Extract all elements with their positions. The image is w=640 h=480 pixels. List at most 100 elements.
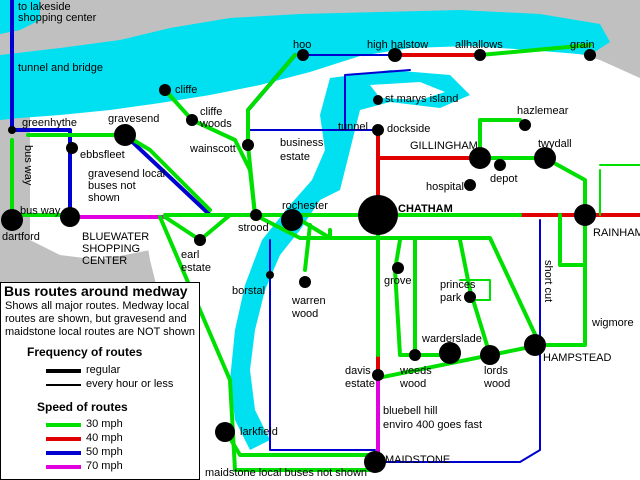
stop-earl-estate[interactable] [194, 234, 206, 246]
stop-hoo[interactable] [297, 49, 309, 61]
label-rainham: RAINHAM [593, 227, 640, 239]
label-greenhythe: greenhythe [22, 117, 77, 129]
stop-hampstead[interactable] [524, 334, 546, 356]
frequency-heading: Frequency of routes [27, 345, 143, 359]
label-depot: depot [490, 173, 518, 185]
stop-davis-estate[interactable] [372, 369, 384, 381]
river-thames [0, 10, 610, 120]
stop-warren-wood[interactable] [299, 276, 311, 288]
stop-larkfield[interactable] [215, 422, 235, 442]
route-twydall-green [478, 156, 587, 217]
label-grain: grain [570, 39, 594, 51]
stop-maidstone[interactable] [364, 451, 386, 473]
stop-strood[interactable] [250, 209, 262, 221]
legend-label-30: 30 mph [86, 418, 123, 430]
label-dockside: dockside [387, 123, 430, 135]
stop-princes-park[interactable] [464, 291, 476, 303]
route-princes-park-green [459, 279, 491, 301]
label-chatham: CHATHAM [398, 203, 453, 215]
label-bus-way-h: bus way [20, 205, 61, 217]
route-chatham-loop-blue [344, 69, 411, 131]
label-gillingham: GILLINGHAM [410, 140, 478, 152]
label-tunnel: tunnel and bridge [18, 62, 103, 74]
legend-line-thin [46, 384, 81, 386]
stop-depot[interactable] [494, 159, 506, 171]
stop-st-marys[interactable] [373, 95, 383, 105]
label-borstal: borstal [232, 285, 265, 297]
stop-grain[interactable] [584, 49, 596, 61]
label-hazlemear: hazlemear [517, 105, 569, 117]
stop-rochester[interactable] [281, 209, 303, 231]
legend-label-40: 40 mph [86, 432, 123, 444]
label-hoo: hoo [293, 39, 311, 51]
label-wigmore: wigmore [591, 317, 634, 329]
stop-weeds-wood[interactable] [409, 349, 421, 361]
label-warderslade: warderslade [421, 333, 482, 345]
route-gravesend-strood-blue [123, 133, 212, 217]
stop-lords-wood[interactable] [480, 345, 500, 365]
stop-wainscott[interactable] [242, 139, 254, 151]
label-grove: grove [384, 275, 412, 287]
land-area-medway [140, 28, 640, 480]
route-maidstone-shortcut-blue [374, 219, 541, 463]
stop-dockside[interactable] [372, 124, 384, 136]
stop-grove[interactable] [392, 262, 404, 274]
route-greenhythe-bluewater [10, 128, 72, 217]
stop-greenhythe[interactable] [8, 126, 16, 134]
stops [1, 48, 596, 473]
label-bus-way-v: bus way [22, 145, 34, 186]
label-larkfield: larkfield [240, 426, 278, 438]
label-cliffe: cliffe [175, 84, 197, 96]
stop-ebbsfleet[interactable] [66, 142, 78, 154]
route-rainham-hampstead-green [538, 233, 587, 347]
stop-hazlemear[interactable] [519, 119, 531, 131]
label-strood: strood [238, 222, 269, 234]
label-maidstone-local: maidstone local buses not shown [205, 467, 367, 479]
stop-dartford[interactable] [1, 209, 23, 231]
stop-gravesend[interactable] [114, 124, 136, 146]
stop-chatham[interactable] [358, 195, 398, 235]
label-ebbsfleet: ebbsfleet [80, 149, 125, 161]
legend-row-40: 40 mph [1, 432, 201, 445]
stop-cliffe[interactable] [159, 84, 171, 96]
speed-heading: Speed of routes [37, 400, 128, 414]
label-tunnel-small: tunnel [338, 121, 368, 133]
stop-cliffe-woods[interactable] [186, 114, 198, 126]
legend-description: Shows all major routes. Medway local rou… [5, 300, 195, 338]
stop-warderslade[interactable] [439, 342, 461, 364]
label-hospital: hospital [426, 181, 464, 193]
stop-borstal[interactable] [266, 271, 274, 279]
stop-bluewater[interactable] [60, 207, 80, 227]
legend-label-regular: regular [86, 364, 121, 376]
stop-allhallows[interactable] [474, 49, 486, 61]
label-high-halstow: high halstow [367, 39, 428, 51]
stop-twydall[interactable] [534, 147, 556, 169]
label-twydall: twydall [538, 138, 572, 150]
stop-gillingham[interactable] [469, 147, 491, 169]
legend-label-hourly: every hour or less [86, 378, 174, 390]
label-maidstone: MAIDSTONE [385, 454, 450, 466]
label-short-cut: short cut [542, 260, 554, 302]
stop-hospital[interactable] [464, 179, 476, 191]
legend-swatch-50 [46, 451, 81, 455]
stop-high-halstow[interactable] [388, 48, 402, 62]
route-grove-green [393, 238, 452, 357]
stop-rainham[interactable] [574, 204, 596, 226]
river-medway [230, 70, 470, 450]
route-rochester-loop-green [290, 213, 332, 240]
legend-title: Bus routes around medway [4, 283, 188, 299]
route-warren-green [303, 223, 312, 272]
route-hampstead-maidstone-green [376, 343, 542, 380]
